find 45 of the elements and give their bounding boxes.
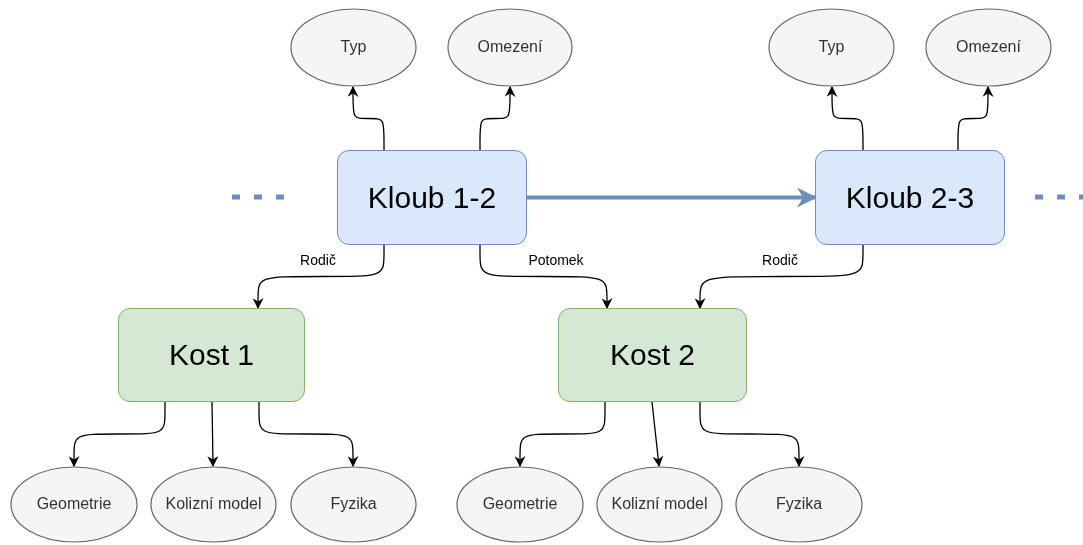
- curved-arrow: [258, 401, 359, 468]
- rounded-box: [815, 150, 1005, 245]
- node-label: Fyzika: [775, 494, 823, 515]
- node-label: Omezení: [956, 37, 1021, 58]
- node-label: Kolizní model: [611, 494, 708, 515]
- curved-arrow: [347, 85, 385, 151]
- node-label: Kloub 2-3: [845, 180, 975, 215]
- curved-arrow: [514, 401, 606, 468]
- curved-arrow: [207, 401, 219, 468]
- thick-arrow: [527, 187, 817, 208]
- rounded-box: [118, 308, 305, 402]
- node-label: Omezení: [477, 37, 543, 58]
- curved-arrow: [479, 244, 613, 310]
- edge-label: Rodič: [298, 252, 338, 268]
- curved-arrow: [479, 85, 516, 151]
- curved-arrow: [252, 244, 385, 310]
- ellipse-node: [290, 8, 417, 87]
- rounded-box: [558, 308, 747, 402]
- ellipse-node: [925, 8, 1052, 87]
- curved-arrow: [694, 244, 864, 310]
- edge-label: Potomek: [526, 252, 586, 268]
- curved-arrow: [651, 401, 664, 468]
- node-label: Typ: [818, 37, 845, 58]
- node-label: Kost 2: [609, 338, 696, 372]
- node-label: Kost 1: [168, 338, 255, 372]
- curved-arrow: [699, 401, 805, 468]
- ellipse-node: [735, 466, 863, 543]
- node-label: Kloub 1-2: [367, 180, 497, 215]
- curved-arrow: [68, 401, 166, 468]
- curved-arrow: [826, 85, 864, 151]
- node-label: Geometrie: [36, 494, 112, 515]
- ellipse-node: [596, 466, 723, 543]
- ellipse-node: [447, 8, 573, 87]
- edge-label: Rodič: [760, 252, 800, 268]
- node-label: Kolizní model: [165, 494, 262, 515]
- node-label: Fyzika: [330, 494, 377, 515]
- curved-arrow: [957, 85, 994, 151]
- ellipse-node: [768, 8, 895, 87]
- ellipse-node: [290, 466, 417, 543]
- node-label: Typ: [340, 37, 367, 58]
- node-label: Geometrie: [482, 494, 558, 515]
- ellipse-node: [150, 466, 277, 543]
- rounded-box: [337, 150, 527, 245]
- ellipse-node: [10, 466, 138, 543]
- ellipse-node: [456, 466, 584, 543]
